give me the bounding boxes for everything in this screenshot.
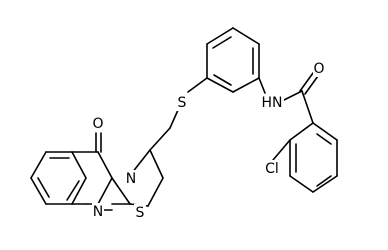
bond — [71, 151, 87, 179]
bond-inner — [66, 180, 80, 201]
atom-text: HN — [262, 95, 283, 111]
bond — [258, 77, 266, 94]
atom-label-s-thioether: S — [176, 94, 188, 111]
bond — [187, 77, 208, 93]
atom-label-s-ring: S — [134, 204, 146, 221]
bond-inner — [316, 175, 332, 187]
bond — [289, 122, 314, 141]
bond — [97, 177, 113, 205]
bond — [71, 177, 87, 205]
bond-inner — [316, 133, 332, 145]
atom-label-o-amide: O — [313, 60, 325, 77]
atom-text: Cl — [265, 161, 279, 177]
bond — [206, 77, 234, 93]
bond — [149, 149, 164, 179]
bond — [304, 75, 319, 95]
bond — [312, 122, 338, 141]
bond — [97, 151, 113, 179]
atom-label-n-ring: N — [125, 170, 137, 187]
bond — [206, 27, 234, 45]
bond — [147, 177, 164, 207]
atom-text: S — [136, 205, 145, 221]
atom-label-n-bottom: N — [92, 203, 104, 220]
atom-text: O — [92, 116, 103, 132]
atom-text: N — [126, 171, 136, 187]
bond-inner — [37, 177, 50, 198]
bond-inner — [212, 36, 232, 49]
bond — [272, 139, 291, 161]
bond — [232, 27, 260, 45]
bond — [30, 151, 47, 179]
bond — [281, 90, 303, 102]
bond-lines — [30, 27, 338, 211]
atom-label-o-carbonyl: O — [92, 115, 104, 132]
bond — [312, 175, 338, 193]
atom-label-nh: HN — [260, 94, 284, 111]
atom-label-cl: Cl — [262, 160, 282, 177]
bond — [301, 90, 314, 124]
bond — [299, 72, 314, 92]
atom-labels: O N N S S HN O Cl — [92, 60, 325, 221]
bond — [232, 77, 260, 93]
bond — [111, 177, 131, 205]
bond — [169, 109, 179, 129]
bond — [289, 175, 314, 193]
bond-inner — [213, 74, 232, 86]
atom-text: O — [313, 61, 324, 77]
bond — [149, 127, 171, 151]
atom-text: N — [93, 204, 103, 220]
atom-text: S — [178, 95, 187, 111]
bond — [30, 177, 47, 205]
